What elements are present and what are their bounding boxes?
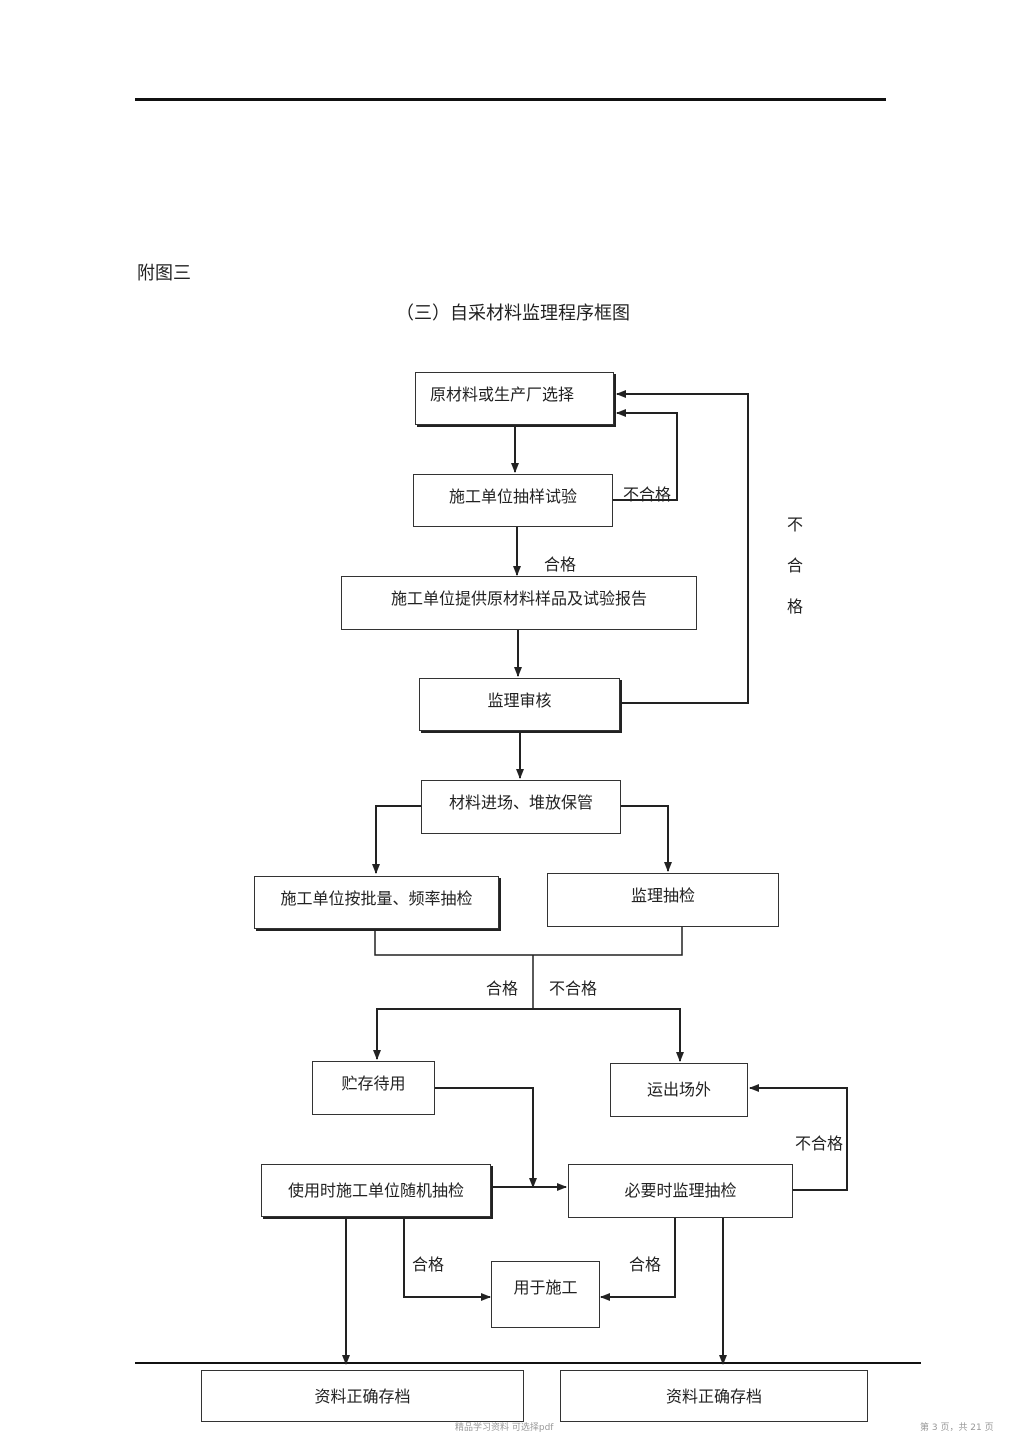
- arrow-review-fail-loop: [616, 390, 749, 704]
- box-ship-out: 运出场外: [610, 1063, 748, 1117]
- arrow-sampling-fail-loop: [613, 409, 678, 501]
- appendix-label: 附图三: [137, 263, 191, 284]
- box-raw-material-selection: 原材料或生产厂选择: [415, 372, 614, 425]
- label-pass-merge: 合格: [486, 979, 519, 998]
- diagram-title: （三）自采材料监理程序框图: [396, 303, 630, 324]
- label-fail-vertical-1: 不: [787, 515, 804, 534]
- box-used-for-construction: 用于施工: [491, 1261, 600, 1328]
- label-fail-vertical-2: 合: [787, 556, 804, 575]
- arrow-waiting-to-checks: [435, 1087, 537, 1188]
- label-pass-left: 合格: [412, 1255, 445, 1274]
- box-contractor-random-check: 使用时施工单位随机抽检: [261, 1164, 491, 1217]
- label-fail-sampling: 不合格: [623, 485, 672, 504]
- box-archive-left: 资料正确存档: [201, 1370, 524, 1422]
- label-pass-right: 合格: [629, 1255, 662, 1274]
- box-supervision-when-needed: 必要时监理抽检: [568, 1164, 793, 1218]
- box-storage-waiting: 贮存待用: [312, 1061, 435, 1115]
- arrow-check-fail-to-ship-out: [749, 1084, 848, 1191]
- header-rule: [135, 98, 886, 101]
- box-supervision-review: 监理审核: [419, 678, 620, 731]
- box-supervision-spot-check: 监理抽检: [547, 873, 779, 927]
- label-fail-vertical-3: 格: [787, 597, 804, 616]
- merge-line: [374, 927, 683, 956]
- arrow-left-pass-to-construction: [403, 1217, 491, 1301]
- box-material-entry-storage: 材料进场、堆放保管: [421, 780, 621, 834]
- box-sample-and-test-report: 施工单位提供原材料样品及试验报告: [341, 576, 697, 630]
- box-contractor-batch-check: 施工单位按批量、频率抽检: [254, 876, 499, 929]
- arrow-to-storage-waiting: [373, 1008, 533, 1060]
- box-archive-right: 资料正确存档: [560, 1370, 868, 1422]
- bottom-rule: [135, 1362, 921, 1364]
- box-contractor-sampling-test: 施工单位抽样试验: [413, 474, 613, 527]
- arrow-to-ship-out: [533, 1008, 684, 1062]
- label-fail-supervision-check: 不合格: [795, 1134, 844, 1153]
- footer-left: 精品学习资料 可选择pdf: [455, 1423, 554, 1433]
- arrow-storage-to-batch-check: [372, 805, 421, 874]
- footer-page-number: 第 3 页，共 21 页: [920, 1423, 994, 1433]
- arrow-storage-to-spot-check: [621, 805, 672, 872]
- arrow-right-pass-to-construction: [600, 1217, 676, 1301]
- label-pass-sampling: 合格: [544, 555, 577, 574]
- label-fail-merge: 不合格: [549, 979, 598, 998]
